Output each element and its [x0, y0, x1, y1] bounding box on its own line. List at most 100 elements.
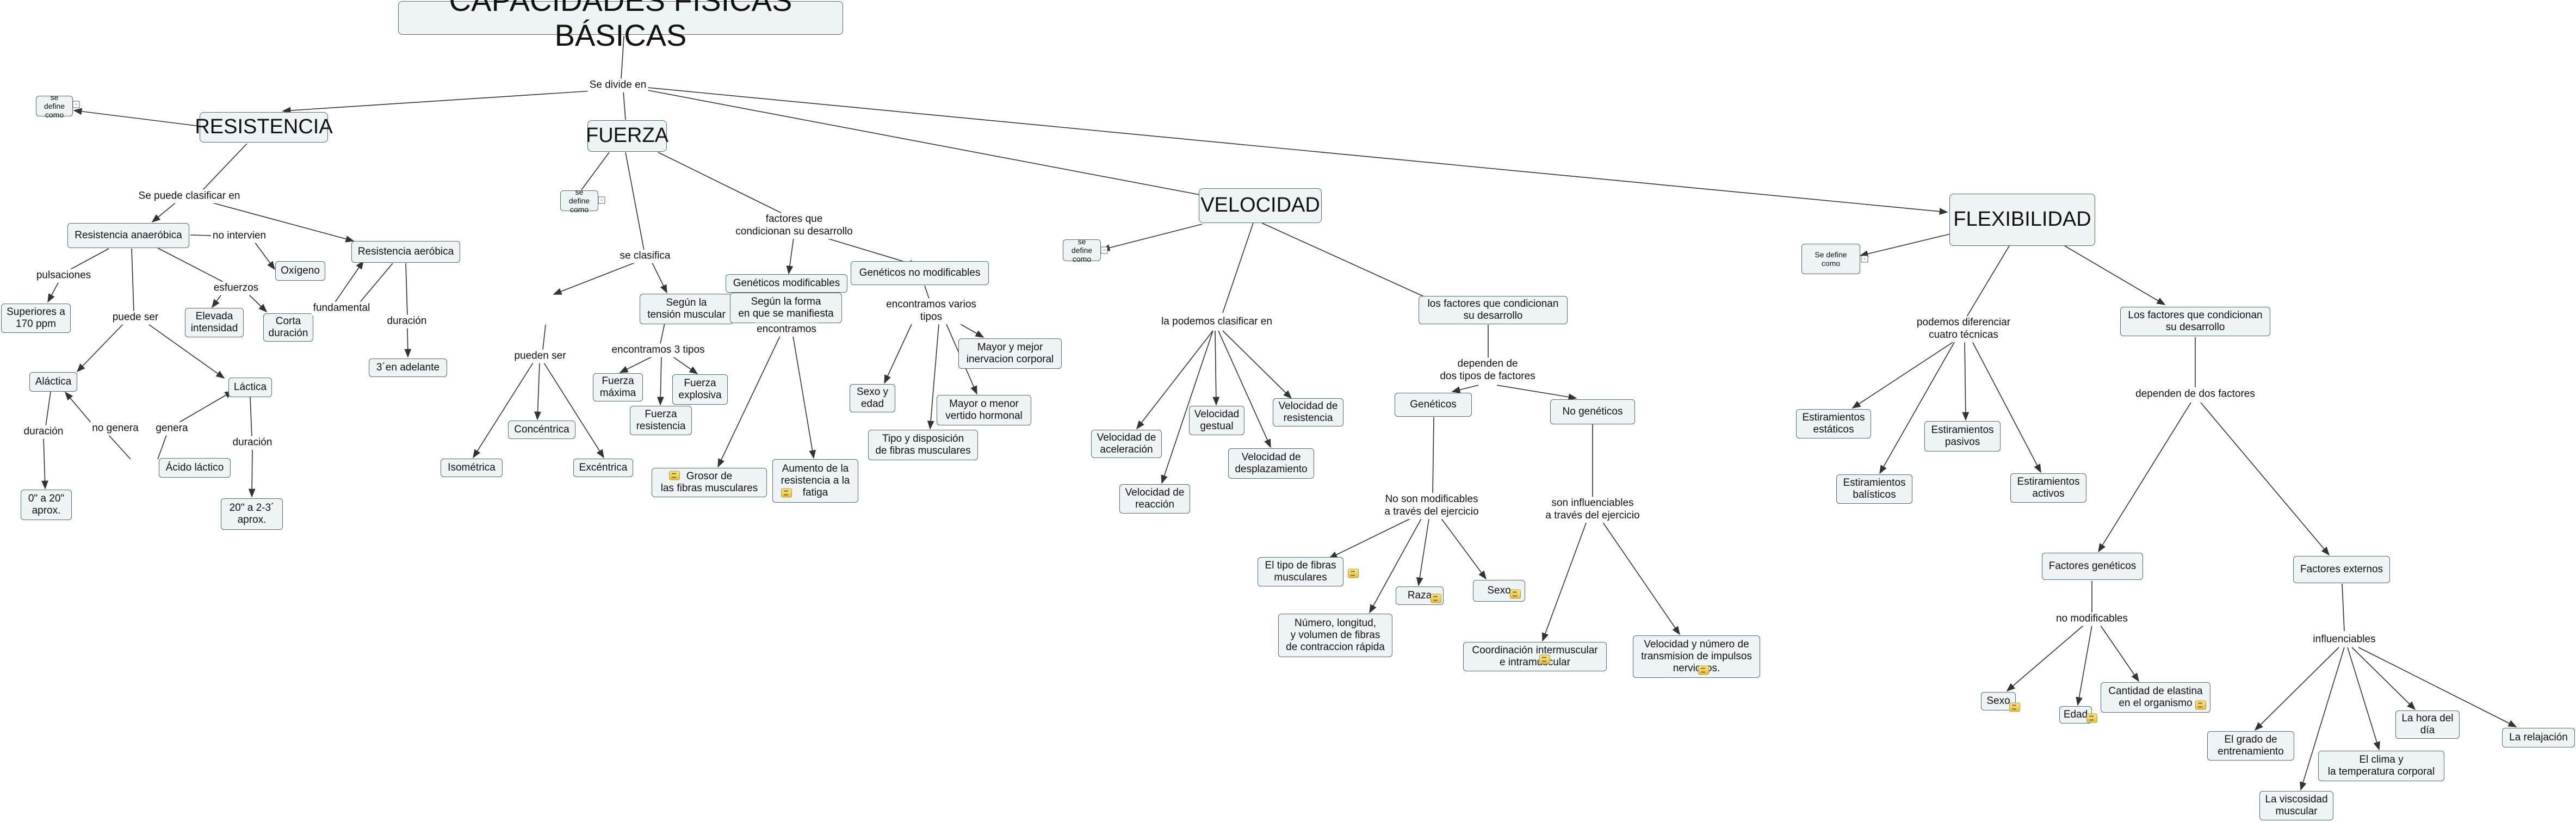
velocidad-desplazamiento-node[interactable]: Velocidad de desplazamiento	[1228, 448, 1314, 479]
excentrica-node[interactable]: Excéntrica	[573, 459, 633, 477]
estiramientos-balisticos-node[interactable]: Estiramientos balísticos	[1836, 474, 1912, 504]
cantidad-elastina-node[interactable]: Cantidad de elastina en el organismo	[2101, 682, 2210, 713]
fuerza-definition-node[interactable]: se define como	[560, 188, 598, 214]
attachment-icon[interactable]	[1698, 665, 1709, 675]
geneticos-no-modificables-node[interactable]: Genéticos no modificables	[851, 261, 989, 285]
connector-line	[212, 293, 222, 308]
factores-geneticos-node[interactable]: Factores genéticos	[2042, 553, 2143, 580]
alactica-node[interactable]: Aláctica	[29, 372, 77, 392]
elevada-intensidad-node[interactable]: Elevada intensidad	[185, 308, 244, 337]
expand-icon[interactable]: ▫	[598, 196, 605, 204]
oxigeno-node[interactable]: Oxígeno	[275, 261, 325, 281]
connector-line	[543, 362, 604, 459]
connector-line	[108, 435, 131, 460]
attachment-icon[interactable]	[1348, 568, 1359, 578]
velocidad-node[interactable]: VELOCIDAD	[1199, 188, 1322, 223]
title-node[interactable]: CAPACIDADES FÍSICAS BÁSICAS	[398, 0, 843, 52]
resistencia-definition-node[interactable]: se define como	[36, 93, 73, 119]
expand-icon[interactable]: ▫	[1100, 246, 1108, 254]
estiramientos-pasivos-node[interactable]: Estiramientos pasivos	[1924, 421, 2001, 452]
superiores-170ppm-node[interactable]: Superiores a 170 ppm	[1, 304, 71, 333]
lactica-node[interactable]: Láctica	[228, 378, 272, 397]
factores-flexibilidad-node[interactable]: Los factores que condicionan su desarrol…	[2120, 307, 2270, 336]
flexibilidad-definition-node[interactable]: Se define como	[1801, 244, 1860, 274]
connector-line	[1439, 515, 1487, 580]
no-geneticos-node[interactable]: No genéticos	[1550, 399, 1635, 424]
label-esfuerzos: esfuerzos	[212, 281, 261, 295]
connector-line	[619, 356, 653, 373]
label-pulsaciones: pulsaciones	[34, 269, 93, 283]
tres-minutos-adelante-node[interactable]: 3´en adelante	[369, 359, 447, 377]
sexo-flexibilidad-node[interactable]: Sexo	[1981, 692, 2016, 710]
grado-entrenamiento-node[interactable]: El grado de entrenamiento	[2207, 731, 2294, 761]
velocidad-reaccion-node[interactable]: Velocidad de reacción	[1119, 484, 1190, 514]
connector-line	[658, 152, 789, 217]
flexibilidad-node[interactable]: FLEXIBILIDAD	[1949, 194, 2095, 246]
estiramientos-activos-node[interactable]: Estiramientos activos	[2010, 473, 2086, 503]
connector-line	[1136, 330, 1213, 430]
concentrica-node[interactable]: Concéntrica	[508, 421, 575, 439]
expand-icon[interactable]: ▫	[1861, 255, 1868, 263]
hora-del-dia-node[interactable]: La hora del día	[2395, 710, 2460, 739]
resistencia-anaerobica-node[interactable]: Resistencia anaeróbica	[67, 223, 189, 248]
forma-manifiesta-node[interactable]: Según la forma en que se manifiesta	[730, 293, 842, 323]
expand-icon[interactable]: ▫	[72, 101, 80, 108]
fuerza-maxima-node[interactable]: Fuerza máxima	[593, 373, 643, 401]
resistencia-aerobica-node[interactable]: Resistencia aeróbica	[351, 241, 460, 263]
factores-externos-node[interactable]: Factores externos	[2293, 556, 2390, 583]
factores-velocidad-node[interactable]: los factores que condicionan su desarrol…	[1419, 296, 1568, 324]
connector-line	[2100, 625, 2139, 682]
label-puede-ser: puede ser	[110, 311, 160, 325]
attachment-icon[interactable]	[781, 488, 792, 498]
isometrica-node[interactable]: Isométrica	[441, 459, 503, 477]
veinte-segundos-a-tres-minutos-node[interactable]: 20" a 2-3´ aprox.	[221, 498, 283, 530]
viscosidad-muscular-node[interactable]: La viscosidad muscular	[2259, 791, 2333, 820]
connector-line	[405, 263, 408, 316]
resistencia-node[interactable]: RESISTENCIA	[195, 112, 333, 143]
connector-line	[2351, 647, 2416, 710]
numero-longitud-fibras-node[interactable]: Número, longitud, y volumen de fibras de…	[1278, 614, 1392, 657]
velocidad-impulsos-nerviosos-node[interactable]: Velocidad y número de transmision de imp…	[1633, 635, 1760, 678]
grosor-fibras-node[interactable]: Grosor de las fibras musculares	[652, 468, 767, 497]
attachment-icon[interactable]	[1539, 654, 1550, 664]
connector-line	[157, 435, 167, 460]
velocidad-resistencia-node[interactable]: Velocidad de resistencia	[1273, 398, 1343, 427]
clima-temperatura-node[interactable]: El clima y la temperatura corporal	[2318, 751, 2444, 781]
connector-line	[636, 88, 1200, 195]
coordinacion-node[interactable]: Coordinación intermuscular e intramuscul…	[1463, 642, 1607, 671]
connector-line	[1962, 339, 1970, 421]
relajacion-node[interactable]: La relajación	[2502, 728, 2575, 747]
fuerza-node[interactable]: FUERZA	[586, 120, 668, 152]
attachment-icon[interactable]	[2195, 700, 2206, 710]
connector-line	[1601, 520, 1680, 635]
label-duracion-lactica: duración	[231, 436, 274, 450]
fuerza-explosiva-node[interactable]: Fuerza explosiva	[672, 374, 728, 405]
tipo-disposicion-fibras-node[interactable]: Tipo y disposición de fibras musculares	[868, 430, 978, 460]
sexo-y-edad-node[interactable]: Sexo y edad	[850, 384, 895, 412]
connector-line	[250, 397, 252, 437]
tipo-fibras-musculares-node[interactable]: El tipo de fibras musculares	[1258, 557, 1343, 586]
label-genera: genera	[154, 422, 190, 436]
attachment-icon[interactable]	[1431, 594, 1441, 603]
attachment-icon[interactable]	[669, 471, 680, 480]
mayor-vertido-hormonal-node[interactable]: Mayor o menor vertido hormonal	[937, 395, 1031, 425]
velocidad-aceleracion-node[interactable]: Velocidad de aceleración	[1091, 430, 1162, 458]
attachment-icon[interactable]	[1510, 589, 1521, 599]
connector-line	[581, 152, 610, 190]
velocidad-gestual-node[interactable]: Velocidad gestual	[1189, 406, 1244, 435]
geneticos-modificables-node[interactable]: Genéticos modificables	[726, 274, 847, 293]
connector-line	[1852, 339, 1958, 409]
mayor-inervacion-node[interactable]: Mayor y mejor inervacion corporal	[958, 338, 1062, 369]
corta-duracion-node[interactable]: Corta duración	[263, 313, 313, 342]
connector-line	[1879, 339, 1956, 474]
fuerza-resistencia-node[interactable]: Fuerza resistencia	[630, 406, 692, 435]
geneticos-node[interactable]: Genéticos	[1395, 393, 1472, 417]
estiramientos-estaticos-node[interactable]: Estiramientos estáticos	[1796, 409, 1871, 438]
connector-line	[404, 327, 412, 358]
tension-muscular-node[interactable]: Según la tensión muscular	[640, 294, 733, 324]
acido-lactico-node[interactable]: Ácido láctico	[159, 458, 231, 478]
velocidad-definition-node[interactable]: se define como	[1063, 237, 1101, 263]
attachment-icon[interactable]	[2009, 702, 2020, 712]
cero-a-veinte-segundos-node[interactable]: 0" a 20" aprox.	[21, 490, 72, 520]
attachment-icon[interactable]	[2086, 713, 2097, 723]
